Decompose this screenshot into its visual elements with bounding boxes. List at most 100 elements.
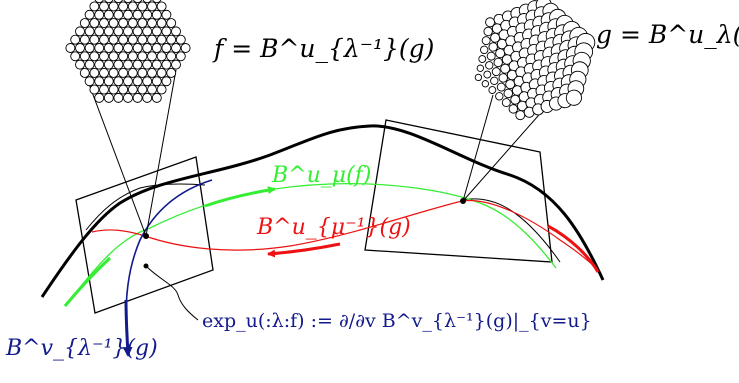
lattice-disc bbox=[99, 34, 109, 45]
lattice-disc bbox=[127, 34, 138, 45]
lattice-disc bbox=[108, 18, 119, 29]
lattice-disc bbox=[79, 67, 90, 78]
lattice-disc bbox=[94, 9, 105, 20]
lattice-disc bbox=[79, 51, 90, 62]
tangent-plane-left bbox=[75, 156, 214, 314]
lattice-disc bbox=[491, 67, 501, 77]
lattice-disc bbox=[156, 67, 167, 78]
lattice-disc bbox=[483, 70, 492, 79]
lattice-disc bbox=[137, 51, 148, 62]
lattice-disc bbox=[113, 76, 124, 87]
lattice-disc bbox=[495, 92, 504, 101]
lattice-disc bbox=[70, 51, 81, 62]
label-red-geodesic: B^u_{μ⁻¹}(g) bbox=[256, 215, 411, 240]
lattice-disc bbox=[151, 43, 162, 53]
lattice-disc bbox=[94, 76, 105, 87]
lattice-disc bbox=[175, 51, 186, 62]
green-geodesic-emphasis bbox=[63, 256, 112, 307]
lattice-disc bbox=[108, 84, 119, 95]
lattice-disc bbox=[108, 67, 119, 78]
exp-leader-line bbox=[145, 265, 199, 321]
lattice-disc bbox=[99, 84, 109, 95]
lattice-disc bbox=[89, 1, 100, 12]
lattice-disc bbox=[75, 43, 85, 53]
lattice-disc bbox=[132, 76, 143, 87]
label-g-equation: g = B^u_λ(f) bbox=[596, 20, 739, 49]
lattice-disc bbox=[166, 18, 177, 29]
lattice-disc bbox=[103, 43, 114, 53]
lattice-disc bbox=[151, 59, 162, 70]
lattice-disc bbox=[127, 84, 138, 95]
lattice-disc bbox=[118, 84, 129, 95]
point-f bbox=[143, 233, 149, 239]
lattice-disc bbox=[142, 76, 153, 87]
lattice-disc bbox=[103, 76, 114, 87]
lattice-disc bbox=[180, 43, 191, 53]
lattice-disc bbox=[79, 34, 90, 45]
lattice-disc bbox=[118, 1, 129, 12]
lattice-disc bbox=[123, 76, 133, 87]
lattice-disc bbox=[481, 80, 490, 88]
lattice-disc bbox=[142, 0, 152, 4]
lattice-disc bbox=[156, 51, 167, 62]
hex-lattice-g bbox=[474, 0, 596, 121]
lattice-disc bbox=[171, 59, 181, 70]
lattice-disc bbox=[99, 51, 109, 62]
lattice-disc bbox=[147, 84, 157, 95]
lattice-disc bbox=[118, 67, 129, 78]
lattice-disc bbox=[161, 43, 172, 53]
green-geodesic bbox=[64, 182, 557, 307]
lattice-disc bbox=[152, 0, 162, 4]
zoom-line-left-2 bbox=[145, 69, 177, 237]
lattice-disc bbox=[565, 89, 582, 106]
lattice-disc bbox=[142, 26, 153, 37]
lattice-disc bbox=[99, 67, 109, 78]
lattice-disc bbox=[127, 1, 138, 12]
thin-curve-left bbox=[85, 183, 206, 231]
lattice-disc bbox=[89, 51, 100, 62]
lattice-disc bbox=[94, 43, 105, 53]
lattice-disc bbox=[84, 26, 95, 37]
lattice-disc bbox=[79, 18, 90, 29]
lattice-disc bbox=[480, 45, 489, 55]
lattice-disc bbox=[113, 59, 124, 70]
lattice-disc bbox=[151, 26, 162, 37]
lattice-disc bbox=[161, 76, 172, 87]
lattice-disc bbox=[501, 98, 511, 108]
lattice-disc bbox=[75, 59, 85, 70]
lattice-disc bbox=[147, 67, 157, 78]
lattice-disc bbox=[142, 92, 153, 103]
lattice-disc bbox=[142, 43, 153, 53]
lattice-disc bbox=[161, 9, 172, 20]
label-f-equation: f = B^u_{λ⁻¹}(g) bbox=[212, 34, 434, 63]
lattice-disc bbox=[99, 18, 109, 29]
lattice-disc bbox=[94, 92, 105, 103]
lattice-disc bbox=[142, 9, 153, 20]
lattice-disc bbox=[474, 73, 483, 82]
zoom-line-right-1 bbox=[462, 94, 494, 202]
lattice-disc bbox=[113, 0, 123, 4]
lattice-disc bbox=[476, 64, 484, 72]
lattice-disc bbox=[137, 1, 148, 12]
lattice-disc bbox=[123, 59, 133, 70]
lattice-disc bbox=[118, 18, 129, 29]
lattice-disc bbox=[161, 26, 172, 37]
lattice-disc bbox=[113, 43, 124, 53]
lattice-disc bbox=[118, 34, 129, 45]
label-green-geodesic: B^u_μ(f) bbox=[271, 163, 371, 188]
lattice-disc bbox=[89, 34, 100, 45]
lattice-disc bbox=[171, 26, 181, 37]
lattice-disc bbox=[75, 26, 85, 37]
lattice-disc bbox=[171, 43, 181, 53]
lattice-disc bbox=[132, 43, 143, 53]
lattice-disc bbox=[94, 59, 105, 70]
lattice-disc bbox=[147, 1, 157, 12]
lattice-disc bbox=[127, 51, 138, 62]
label-blue-curve: B^v_{λ⁻¹}(g) bbox=[5, 336, 158, 361]
lattice-disc bbox=[127, 67, 138, 78]
tangent-plane-right bbox=[364, 119, 553, 263]
lattice-disc bbox=[132, 9, 143, 20]
lattice-disc bbox=[486, 51, 496, 61]
lattice-disc bbox=[113, 26, 124, 37]
